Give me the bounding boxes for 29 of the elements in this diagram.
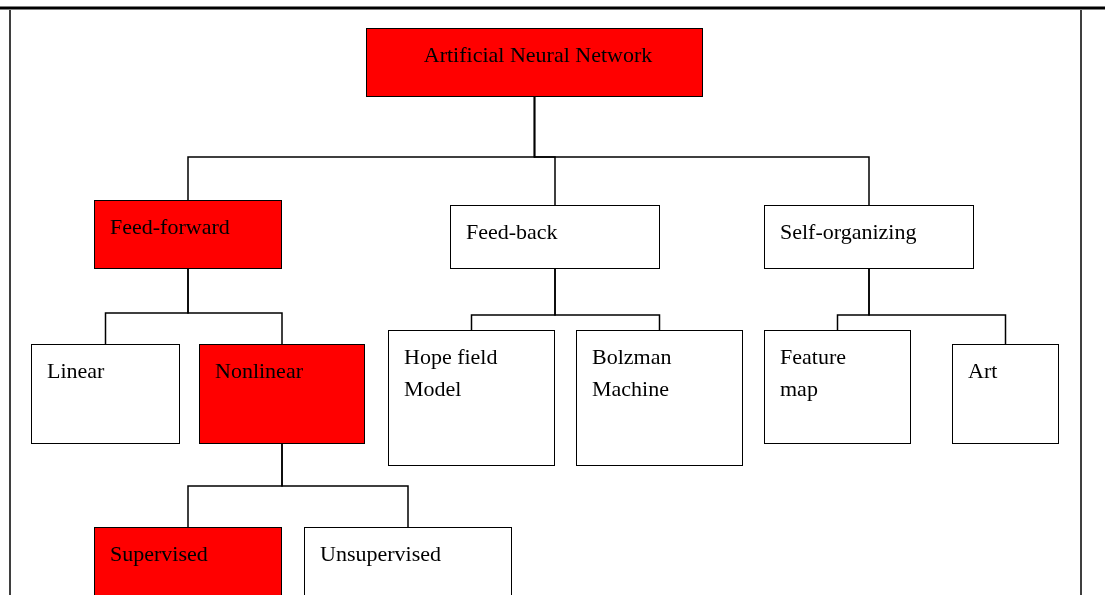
connector-line — [554, 268, 661, 331]
category-box — [576, 330, 743, 466]
category-box — [366, 28, 703, 97]
box-label: Self-organizing — [780, 218, 917, 246]
category-box — [764, 205, 974, 269]
category-box — [764, 330, 911, 444]
box-label: Nonlinear — [215, 357, 303, 385]
category-box — [450, 205, 660, 269]
category-box — [31, 344, 180, 444]
connector-line — [187, 268, 283, 345]
box-label: Artificial Neural Network — [423, 41, 653, 69]
box-label: Art — [968, 357, 998, 385]
box-label: Unsupervised — [320, 540, 441, 568]
box-label: Feature map — [780, 343, 847, 403]
category-box — [952, 344, 1059, 444]
box-label: Feed-back — [466, 218, 558, 246]
box-label: Feed-forward — [110, 213, 230, 241]
box-label: Supervised — [110, 540, 208, 568]
box-label: Bolzman Machine — [592, 343, 673, 403]
box-label: Linear — [47, 357, 105, 385]
connector-line — [533, 96, 870, 206]
connector-line — [281, 443, 409, 528]
category-box — [388, 330, 555, 466]
category-box — [94, 200, 282, 269]
box-label: Hope field Model — [404, 343, 499, 403]
category-box — [199, 344, 365, 444]
connector-line — [868, 268, 1007, 345]
category-box — [94, 527, 282, 595]
category-box — [304, 527, 512, 595]
